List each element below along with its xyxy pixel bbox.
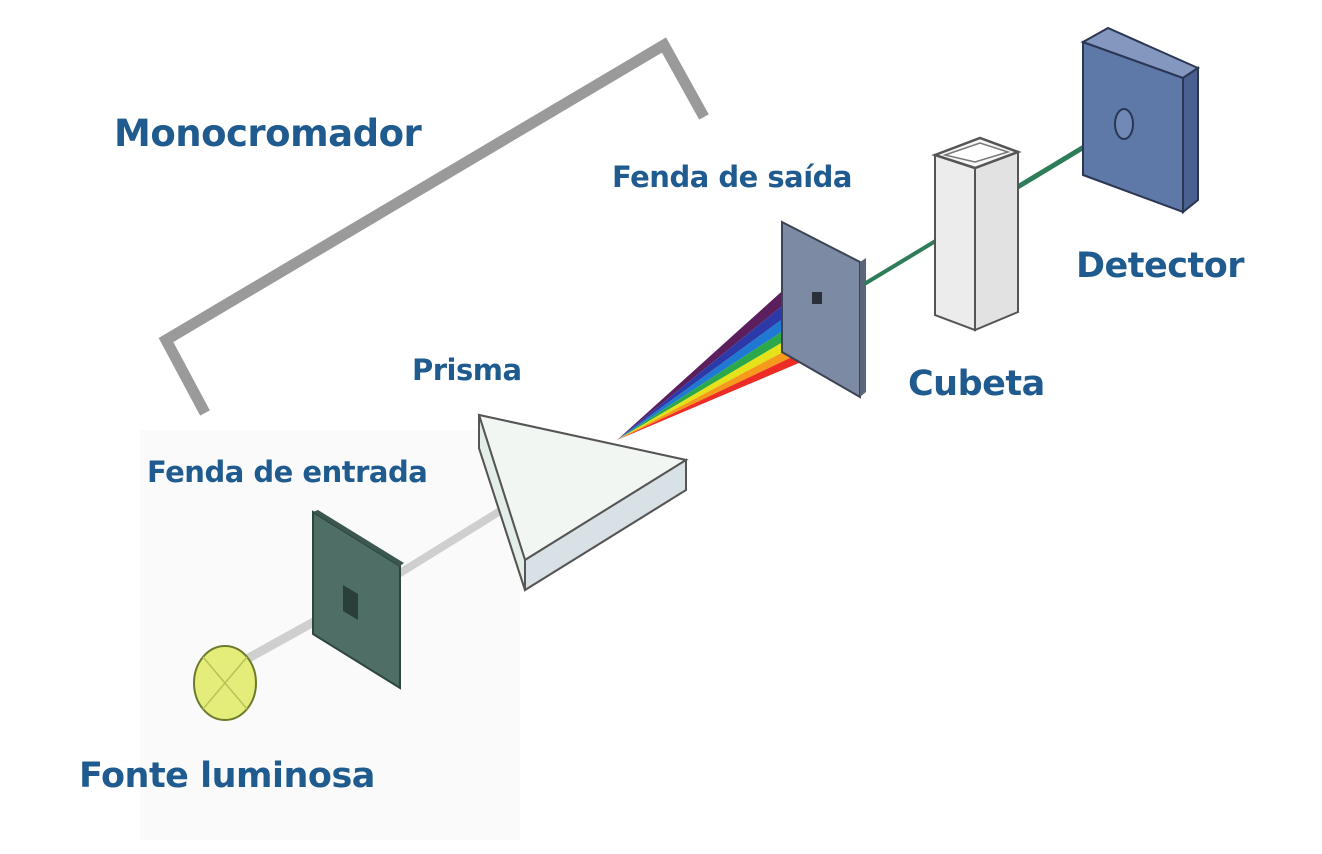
label-exit-slit: Fenda de saída: [612, 160, 853, 194]
spectrum-band: [617, 307, 829, 440]
light-source-icon: [193, 645, 257, 721]
label-cuvette: Cubeta: [908, 364, 1045, 404]
label-entrance-slit: Fenda de entrada: [147, 455, 428, 489]
label-detector: Detector: [1076, 246, 1245, 286]
detector-icon: [1080, 26, 1201, 215]
label-monochromator: Monocromador: [114, 112, 422, 155]
spectrum-band: [617, 291, 810, 440]
monochromator-bracket: [158, 37, 709, 416]
exit-slit-icon: [781, 220, 866, 399]
label-light-source: Fonte luminosa: [79, 756, 375, 796]
cuvette-icon: [931, 136, 1022, 332]
entrance-slit-icon: [312, 510, 404, 690]
spectrum-band: [617, 299, 820, 440]
white-light-beam-2: [396, 504, 509, 577]
spectrum-band: [617, 284, 800, 440]
label-prism: Prisma: [412, 353, 522, 387]
prism-icon: [477, 413, 689, 592]
